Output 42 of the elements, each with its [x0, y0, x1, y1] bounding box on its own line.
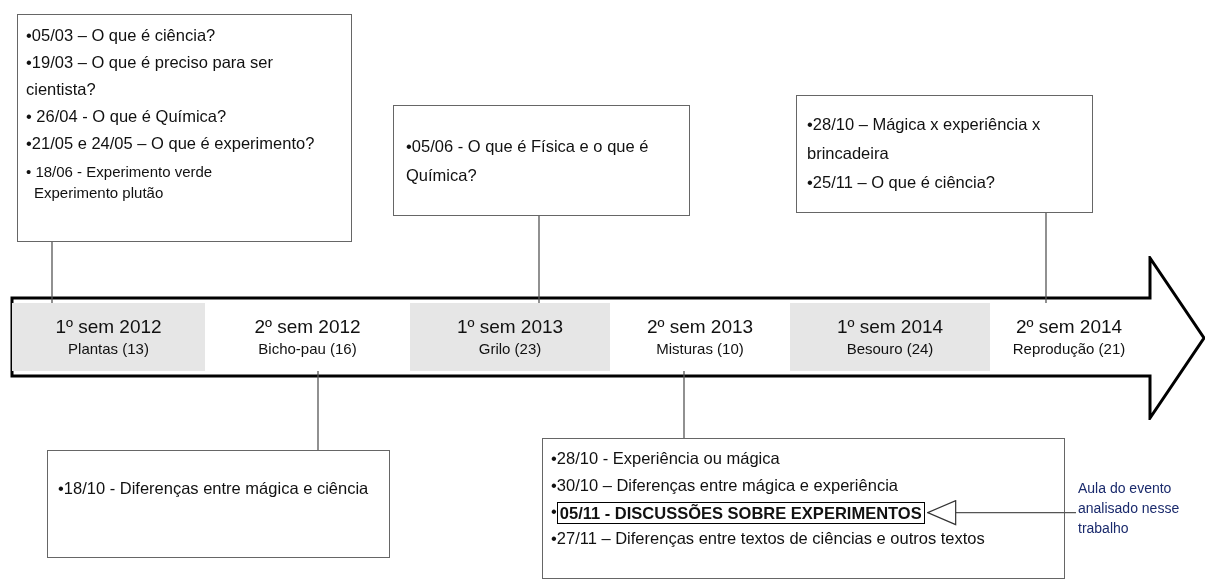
event-item: •27/11 – Diferenças entre textos de ciências e outros textos: [551, 527, 986, 549]
semester-label: 2º sem 2013: [646, 315, 754, 339]
topic-label: Grilo (23): [478, 339, 542, 359]
event-list-box: [17, 14, 352, 242]
event-item: •28/10 - Experiência ou mágica: [551, 448, 781, 469]
topic-label: Reprodução (21): [1012, 339, 1126, 359]
timeline-arrow: [10, 256, 1205, 420]
event-item: •30/10 – Diferenças entre mágica e experiência: [551, 474, 899, 496]
event-list-box: [47, 450, 390, 558]
arrow: [927, 500, 1077, 526]
connector-line: [538, 215, 540, 304]
event-list-box: [393, 105, 690, 216]
semester-label: 1º sem 2013: [456, 315, 564, 339]
event-item: • 18/06 - Experimento verde Experimento plutão: [26, 162, 214, 203]
highlighted-event: 05/11 - DISCUSSÕES SOBRE EXPERIMENTOS: [556, 501, 925, 524]
event-list-box: [796, 95, 1093, 213]
event-item: • 26/04 - O que é Química?: [26, 106, 228, 127]
event-item: •28/10 – Mágica x experiência x brincadeira: [807, 114, 1042, 164]
connector-line: [1045, 212, 1047, 304]
event-item: •18/10 - Diferenças entre mágica e ciência: [58, 478, 370, 499]
topic-label: Besouro (24): [846, 339, 934, 359]
semester-label: 1º sem 2012: [55, 315, 162, 339]
event-item: •19/03 – O que é preciso para ser cientista?: [26, 52, 274, 100]
topic-label: Misturas (10): [656, 339, 744, 359]
semester-segment: [790, 303, 990, 371]
annotation-text: Aula do evento analisado nesse trabalho: [1078, 478, 1205, 548]
topic-label: Plantas (13): [68, 339, 149, 359]
semester-segment: [12, 303, 205, 371]
event-item: •25/11 – O que é ciência?: [807, 172, 997, 193]
connector-line: [317, 370, 319, 451]
event-item: •05/06 - O que é Física e o que é Química?: [406, 136, 650, 186]
bullet: •: [551, 502, 557, 520]
semester-label: 1º sem 2014: [836, 315, 944, 339]
event-item: •21/05 e 24/05 – O que é experimento?: [26, 133, 316, 154]
semester-label: 2º sem 2012: [254, 315, 361, 339]
connector-line: [51, 241, 53, 304]
event-list-box: [542, 438, 1065, 579]
connector-line: [683, 370, 685, 439]
semester-label: 2º sem 2014: [1015, 315, 1123, 339]
event-item: •05/03 – O que é ciência?: [26, 25, 217, 46]
semester-segment: [410, 303, 610, 371]
topic-label: Bicho-pau (16): [258, 339, 357, 359]
